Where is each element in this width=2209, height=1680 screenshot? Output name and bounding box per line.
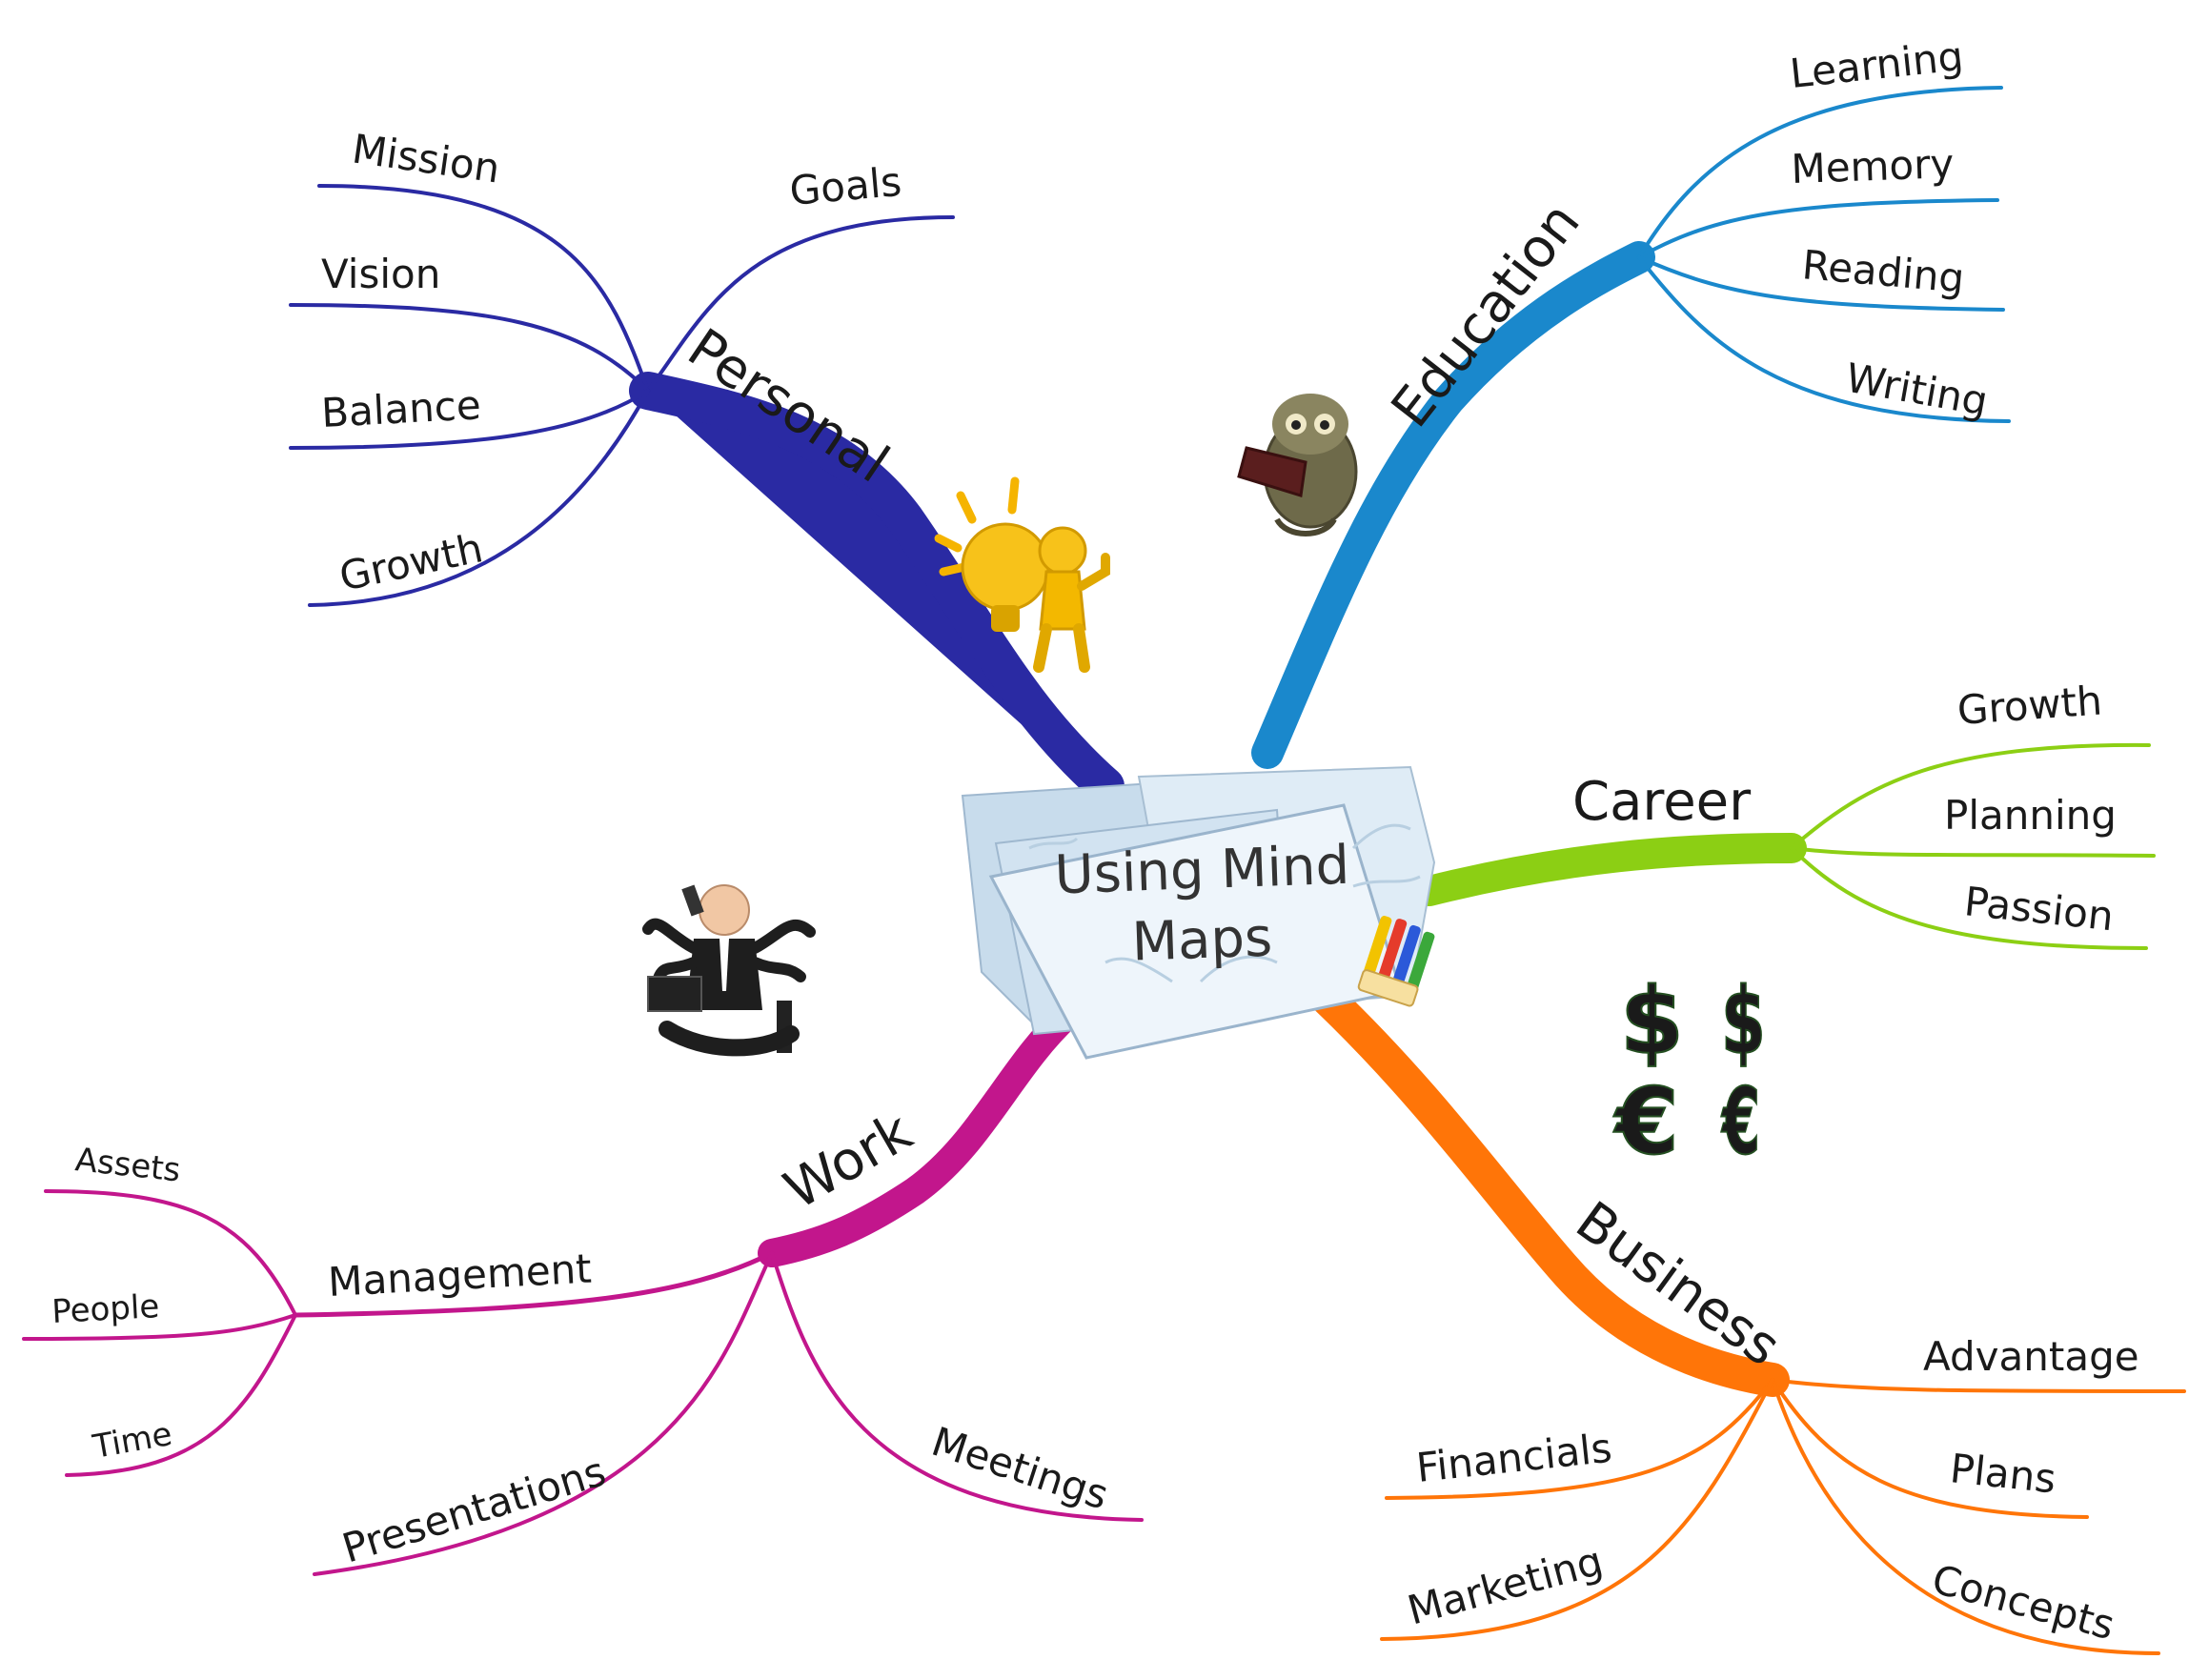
business-financials: Financials xyxy=(1414,1425,1614,1491)
work-assets-line xyxy=(44,1189,297,1317)
work-meetings-line xyxy=(770,1251,1144,1522)
personal-mission-line xyxy=(317,184,650,393)
career-planning: Planning xyxy=(1944,792,2117,839)
personal-vision-line xyxy=(289,303,650,393)
career-passion: Passion xyxy=(1962,878,2116,940)
personal-goals-line xyxy=(646,215,955,393)
svg-text:$: $ xyxy=(1721,968,1766,1075)
career-label: Career xyxy=(1572,771,1752,833)
career-planning-line xyxy=(1790,846,2156,858)
education-memory-line xyxy=(1637,198,1999,259)
work-meetings: Meetings xyxy=(926,1418,1114,1519)
currency-symbols-icon: $ $ € € xyxy=(1612,967,1767,1176)
business-marketing: Marketing xyxy=(1403,1537,1608,1634)
personal-growth: Growth xyxy=(335,524,487,600)
education-memory: Memory xyxy=(1791,140,1955,192)
business-financials-line xyxy=(1385,1378,1774,1500)
center-title-line2: Maps xyxy=(1131,906,1274,973)
work-assets: Assets xyxy=(73,1141,182,1189)
career-growth: Growth xyxy=(1956,677,2103,733)
branch-education xyxy=(1251,86,2011,769)
branch-career xyxy=(1414,742,2156,950)
owl-reading-icon xyxy=(1237,394,1358,536)
colored-pens-icon xyxy=(1357,916,1435,1007)
work-management-line xyxy=(293,1250,775,1318)
education-writing-line xyxy=(1637,255,2011,423)
work-presentations: Presentations xyxy=(337,1447,612,1571)
center-title-line1: Using Mind xyxy=(1054,835,1351,907)
personal-mission: Mission xyxy=(350,125,503,192)
business-main-branch xyxy=(1307,979,1790,1397)
svg-text:$: $ xyxy=(1620,968,1684,1075)
svg-text:€: € xyxy=(1613,1068,1679,1175)
career-main-branch xyxy=(1414,833,1807,906)
education-reading: Reading xyxy=(1800,241,1966,302)
personal-balance: Balance xyxy=(320,381,482,436)
branch-work xyxy=(22,1001,1144,1576)
personal-goals: Goals xyxy=(788,158,903,214)
business-concepts-line xyxy=(1771,1378,2160,1655)
business-plans: Plans xyxy=(1948,1445,2058,1502)
business-advantage-line xyxy=(1771,1378,2186,1393)
personal-main-branch xyxy=(648,391,1096,791)
personal-balance-line xyxy=(289,389,650,450)
education-learning: Learning xyxy=(1788,32,1965,97)
education-learning-line xyxy=(1637,86,2003,259)
personal-vision: Vision xyxy=(321,251,440,297)
personal-growth-line xyxy=(308,389,650,607)
business-plans-line xyxy=(1771,1378,2089,1519)
work-people: People xyxy=(51,1287,160,1331)
career-growth-line xyxy=(1790,742,2151,850)
work-presentations-line xyxy=(313,1251,774,1576)
education-main-branch xyxy=(1251,241,1655,769)
career-passion-line xyxy=(1790,846,2148,950)
work-main-branch xyxy=(758,1001,1082,1267)
svg-text:€: € xyxy=(1721,1068,1761,1175)
education-reading-line xyxy=(1637,255,2005,312)
lightbulb-figure-icon xyxy=(934,476,1110,673)
branch-business xyxy=(1307,979,2186,1655)
work-people-line xyxy=(22,1313,297,1341)
branch-personal xyxy=(289,184,1125,805)
work-time-line xyxy=(65,1313,297,1477)
work-management: Management xyxy=(327,1245,593,1306)
multitasking-businessman-icon xyxy=(642,884,816,1057)
business-marketing-line xyxy=(1380,1378,1774,1641)
business-advantage: Advantage xyxy=(1923,1333,2139,1380)
